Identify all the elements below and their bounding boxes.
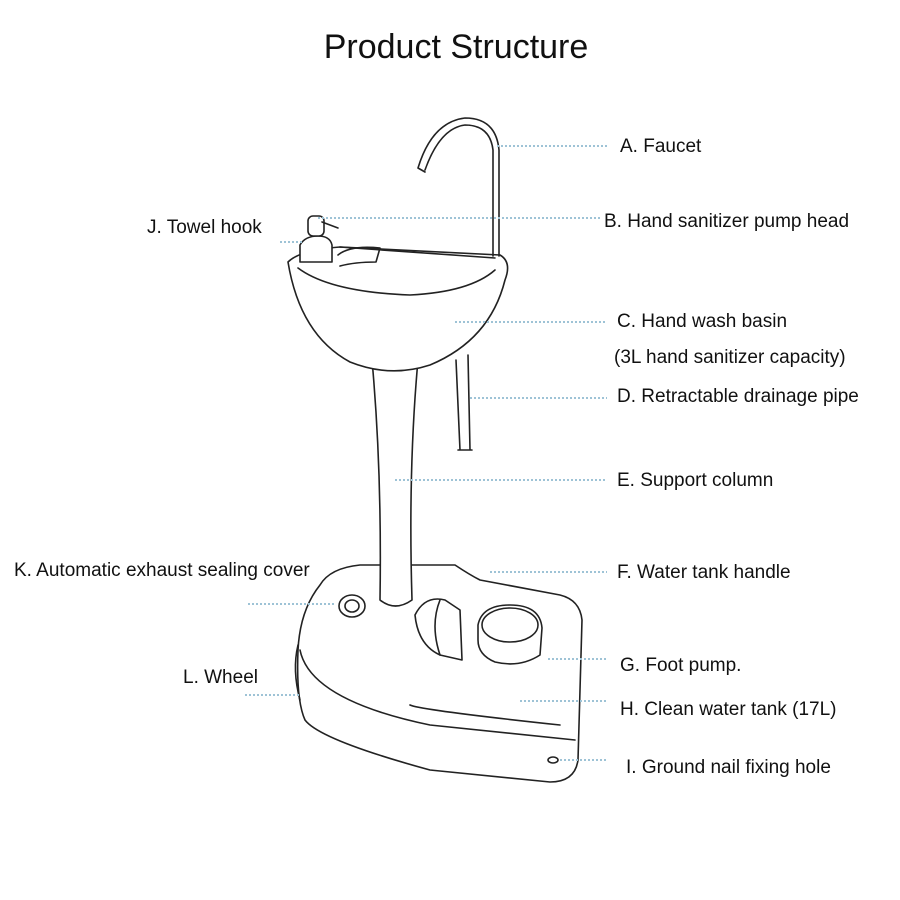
label-tank-handle: F. Water tank handle: [617, 562, 791, 583]
label-drainage-pipe: D. Retractable drainage pipe: [617, 386, 859, 407]
label-wheel: L. Wheel: [183, 667, 258, 688]
label-basin: C. Hand wash basin: [617, 311, 787, 332]
part-labels: A. Faucet B. Hand sanitizer pump head J.…: [14, 136, 859, 778]
leader-lines: [245, 145, 607, 761]
label-ground-nail-hole: I. Ground nail fixing hole: [626, 757, 831, 778]
water-tank-handle: [414, 598, 463, 661]
support-column: [371, 359, 419, 607]
towel-hook: [337, 246, 381, 267]
label-exhaust-cover: K. Automatic exhaust sealing cover: [14, 560, 310, 581]
exhaust-sealing-cover: [338, 594, 366, 618]
label-water-tank: H. Clean water tank (17L): [620, 699, 837, 720]
label-faucet: A. Faucet: [620, 136, 702, 157]
label-towel-hook: J. Towel hook: [147, 217, 262, 238]
diagram-title: Product Structure: [324, 28, 589, 66]
ground-nail-hole: [547, 756, 559, 764]
label-basin-capacity: (3L hand sanitizer capacity): [614, 347, 846, 368]
sanitizer-pump: [299, 235, 333, 263]
faucet: [417, 117, 500, 257]
foot-pump: [477, 604, 543, 665]
wash-station-illustration: [287, 117, 583, 783]
label-pump-head: B. Hand sanitizer pump head: [604, 211, 849, 232]
label-support-column: E. Support column: [617, 470, 773, 491]
label-foot-pump: G. Foot pump.: [620, 655, 741, 676]
drainage-pipe: [455, 354, 473, 451]
clean-water-tank: [296, 564, 583, 783]
hand-wash-basin: [287, 246, 509, 372]
